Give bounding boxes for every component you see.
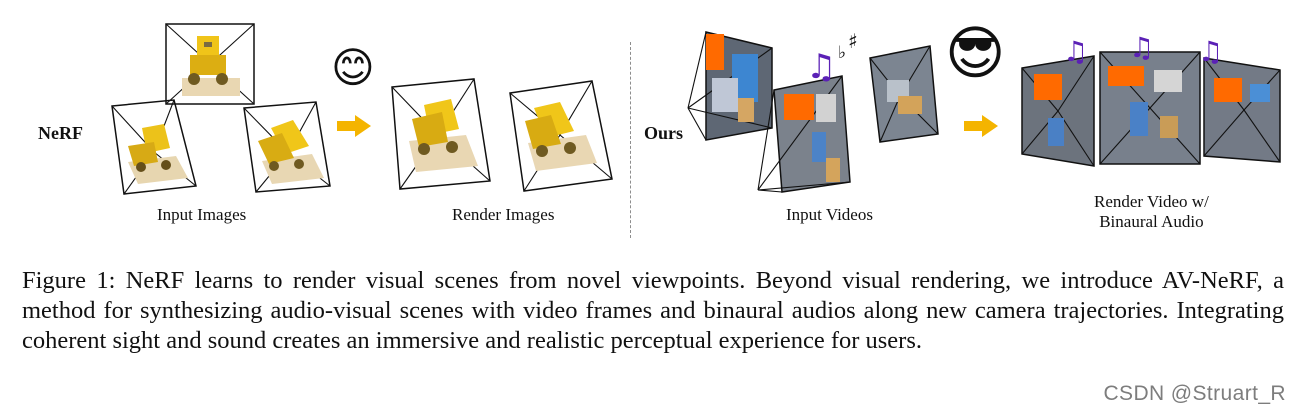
input-video-right [869,45,939,143]
render-video-caption: Render Video w/ Binaural Audio [1094,192,1209,231]
render-images-caption: Render Images [452,205,555,224]
render-video-left [1021,55,1095,167]
music-notes-icon-3: ♫ [1198,35,1224,68]
sharp-sign-icon: ♯ [848,29,858,53]
render-image-left [391,78,491,190]
render-video-caption-line-2: Binaural Audio [1099,211,1204,231]
figure-caption: Figure 1: NeRF learns to render visual s… [22,267,1284,354]
flat-sign-icon: ♭ [838,43,847,63]
input-image-left [111,99,197,195]
input-videos-caption: Input Videos [786,205,873,224]
input-video-center [757,75,851,193]
render-video-caption-line-1: Render Video w/ [1094,192,1209,211]
watermark: CSDN @Struart_R [1103,382,1286,405]
nerf-label: NeRF [38,123,83,143]
render-image-right [509,80,613,192]
music-notes-icon-1: ♫ [1063,35,1089,68]
music-notes-icon: ♫ [806,47,837,87]
ours-label: Ours [644,123,684,143]
section-divider [630,42,631,238]
input-image-top [165,23,255,105]
smiley-face-icon: 😊 [331,43,375,92]
render-video-right [1203,57,1281,163]
cool-face-with-headphones-icon: 😎 [945,19,1006,87]
figure-area: NeRF Input I [38,19,1281,238]
right-arrow-icon-2 [964,115,998,137]
music-notes-icon-2: ♫ [1129,31,1155,64]
right-arrow-icon [337,115,371,137]
input-image-right [243,101,331,193]
render-video-center [1099,51,1201,165]
input-video-left [687,31,773,141]
input-images-caption: Input Images [157,205,247,224]
